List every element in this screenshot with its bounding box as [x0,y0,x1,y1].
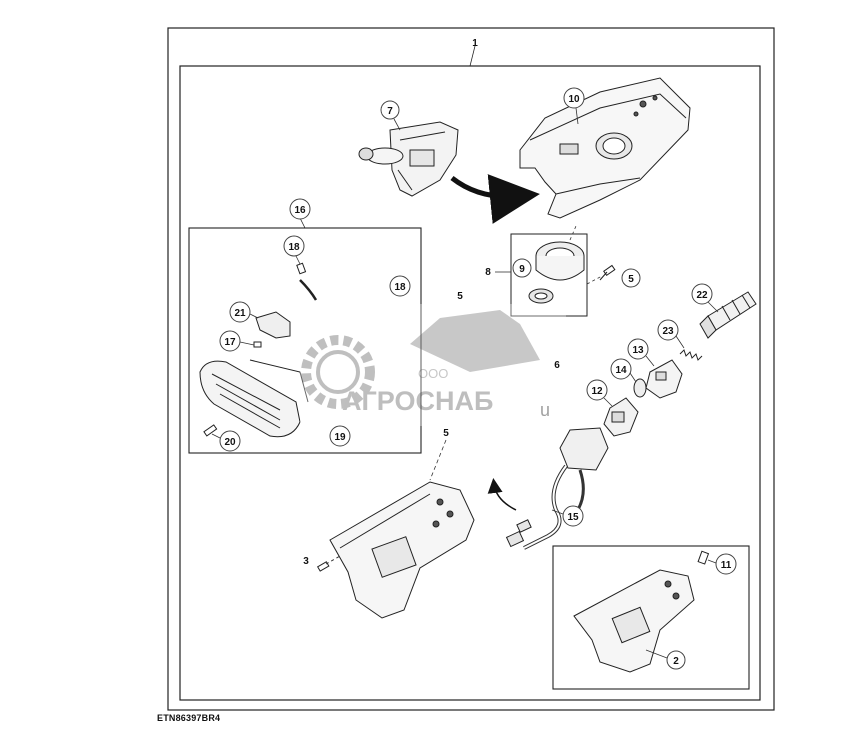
spring-part [679,349,703,361]
callout-7: 7 [380,100,400,120]
callout-8: 8 [485,267,491,278]
svg-text:14: 14 [615,365,627,376]
svg-text:5: 5 [443,428,449,439]
figure-id: ETN86397BR4 [157,713,221,723]
cover-housing-part [519,77,691,219]
callout-3: 3 [303,556,309,567]
harvester-icon [410,310,540,372]
svg-text:20: 20 [224,437,236,448]
seal-part [633,378,647,398]
knob-part [699,291,757,339]
svg-text:5: 5 [628,274,634,285]
screw-part-3 [316,555,341,572]
callout-19: 19 [329,425,351,447]
svg-text:3: 3 [303,556,309,567]
callout-9: 9 [512,258,532,278]
svg-text:1: 1 [472,38,478,49]
callout-20: 20 [219,430,241,452]
callout-1: 1 [472,38,478,49]
switch-housing-part [645,359,683,399]
callout-18-right: 18 [389,275,411,297]
callout-13: 13 [627,338,649,360]
svg-text:11: 11 [721,560,732,571]
watermark-name: АГРОСНАБ [342,386,493,416]
callout-14: 14 [610,358,632,380]
svg-text:7: 7 [387,106,393,117]
callout-21: 21 [229,301,251,323]
screw-part-17 [253,341,262,348]
svg-text:17: 17 [224,337,236,348]
callout-5-top: 5 [621,268,641,288]
watermark-prefix: ООО [418,366,448,381]
screw-part-5-top [599,264,616,281]
cable-part-18 [296,262,318,301]
gear-icon [301,335,375,409]
wiring-harness-part [505,427,609,550]
screw-part-20 [203,424,218,437]
svg-text:22: 22 [696,290,708,301]
svg-text:16: 16 [294,205,306,216]
callout-12: 12 [586,379,608,401]
callout-6: 6 [554,360,560,371]
grille-part-19 [199,359,309,438]
bracket-part-2 [573,569,695,673]
shift-lever-part [358,121,459,197]
svg-text:15: 15 [567,512,579,523]
svg-text:12: 12 [591,386,603,397]
svg-text:18: 18 [288,242,300,253]
bearing-part [528,241,585,304]
callout-23: 23 [657,319,679,341]
callout-11: 11 [715,553,737,575]
callout-2: 2 [666,650,686,670]
cap-part-21 [255,311,291,339]
svg-text:2: 2 [673,656,679,667]
pin-part-11 [697,550,710,565]
callout-17: 17 [219,330,241,352]
watermark: ООО АГРОСНАБ u [300,304,566,426]
connector-part [603,397,639,437]
svg-text:5: 5 [457,291,463,302]
callout-10: 10 [563,87,585,109]
svg-text:6: 6 [554,360,560,371]
svg-text:21: 21 [234,308,246,319]
callout-5-mid: 5 [457,291,463,302]
svg-text:10: 10 [568,94,580,105]
svg-text:23: 23 [662,326,674,337]
callout-16: 16 [289,198,311,220]
callout-22: 22 [691,283,713,305]
svg-text:9: 9 [519,264,525,275]
callout-15: 15 [562,505,584,527]
callout-18-top: 18 [283,235,305,257]
outer-frame [167,27,775,711]
console-bracket-part [329,481,475,619]
svg-text:18: 18 [394,282,406,293]
svg-text:19: 19 [334,432,346,443]
svg-text:13: 13 [632,345,644,356]
svg-text:8: 8 [485,267,491,278]
watermark-suffix: u [540,400,550,420]
callout-5-low: 5 [443,428,449,439]
